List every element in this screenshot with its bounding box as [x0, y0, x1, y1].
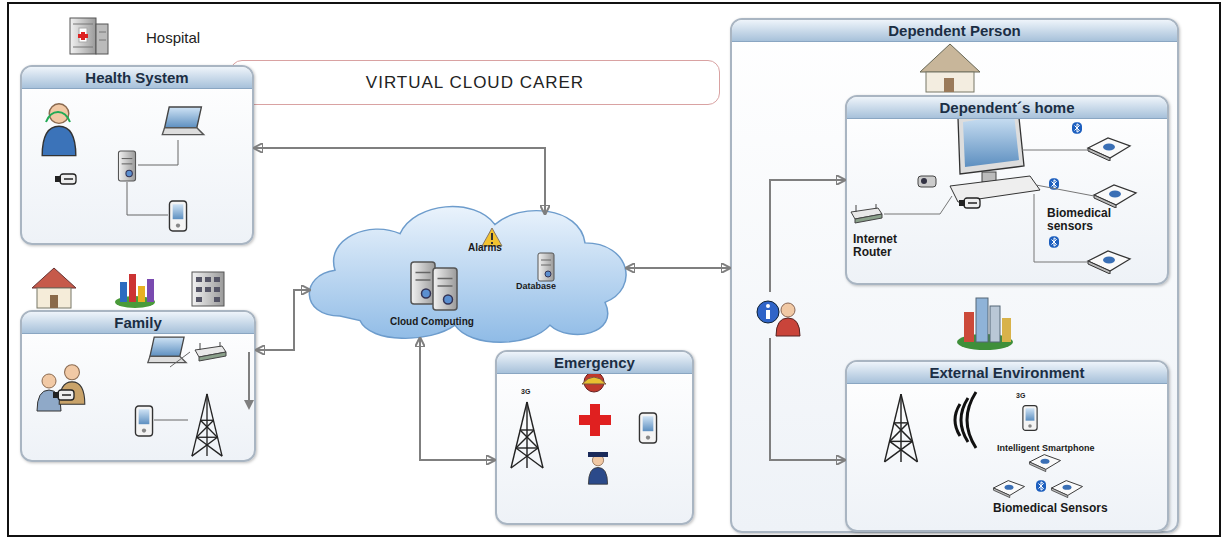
info-person-icon — [757, 301, 800, 336]
node-text: Internet Router — [853, 233, 925, 259]
text-holder: Emergency — [497, 352, 692, 374]
network-label-holder: 3G — [521, 388, 530, 395]
title-box: VIRTUAL CLOUD CARER — [230, 60, 720, 105]
dependent-person-box: Dependent PersonDependent´s homeInternet… — [730, 18, 1179, 533]
external-environment-box: External EnvironmentIntelligent Smartpho… — [845, 360, 1169, 532]
text-holder: Biomedical sensors — [1047, 207, 1133, 233]
health-system-icons — [42, 104, 204, 231]
node-text: Cloud Computing — [390, 316, 474, 327]
network-label: 3G — [521, 388, 530, 395]
header-band: Health System — [22, 67, 252, 89]
node-text: Database — [516, 282, 556, 292]
header-band: Emergency — [497, 352, 692, 374]
city-icon — [957, 298, 1013, 350]
node-text: Intelligent Smartphone — [997, 444, 1157, 454]
external-icons — [885, 392, 1083, 498]
connector-arrow — [770, 180, 845, 292]
network-label: 3G — [1016, 392, 1025, 399]
node-text: Alarms — [468, 242, 502, 253]
connector-arrow — [770, 338, 845, 460]
hospital-icon — [70, 18, 108, 54]
connector-arrow — [254, 148, 545, 214]
text-holder: Family — [22, 312, 254, 334]
text-holder: Biomedical Sensors — [993, 502, 1153, 515]
hospital-label-holder: Hospital — [146, 29, 200, 46]
dependent-home-box: Dependent´s homeInternet Router Biomedica… — [845, 95, 1169, 285]
home-icons — [851, 44, 1136, 274]
outer-frame — [8, 3, 1220, 536]
health-system-box: Health System — [20, 65, 254, 245]
header-band: Dependent Person — [732, 20, 1177, 42]
header-band: External Environment — [847, 362, 1167, 384]
connector-arrow — [256, 290, 310, 350]
connector-arrow — [420, 338, 495, 460]
cloud-shape: AlarmsDatabaseCloud Computing — [300, 188, 640, 348]
text-holder: Dependent´s home — [847, 97, 1167, 119]
family-location-icons — [32, 268, 224, 308]
text-holder: External Environment — [847, 362, 1167, 384]
text-holder: Health System — [22, 67, 252, 89]
emergency-icons — [511, 372, 657, 484]
node-text: Biomedical sensors — [1047, 207, 1133, 233]
hospital-label: Hospital — [146, 29, 200, 46]
diagram-title: VIRTUAL CLOUD CARER — [366, 73, 584, 93]
text-holder: Dependent Person — [732, 20, 1177, 42]
text-holder: Internet Router — [853, 233, 925, 259]
family-box: Family — [20, 310, 256, 462]
emergency-box: Emergency — [495, 350, 694, 525]
node-text: Biomedical Sensors — [993, 502, 1153, 515]
text-holder: Alarms — [468, 242, 502, 253]
text-holder: Intelligent Smartphone — [997, 444, 1157, 454]
header-band: Family — [22, 312, 254, 334]
text-holder: Cloud Computing — [390, 316, 474, 327]
header-band: Dependent´s home — [847, 97, 1167, 119]
network-label-holder: 3G — [1016, 392, 1025, 399]
connector-arrow — [626, 267, 730, 269]
cloud-icons — [411, 228, 554, 310]
family-icons — [37, 337, 254, 456]
text-holder: Database — [516, 282, 556, 292]
